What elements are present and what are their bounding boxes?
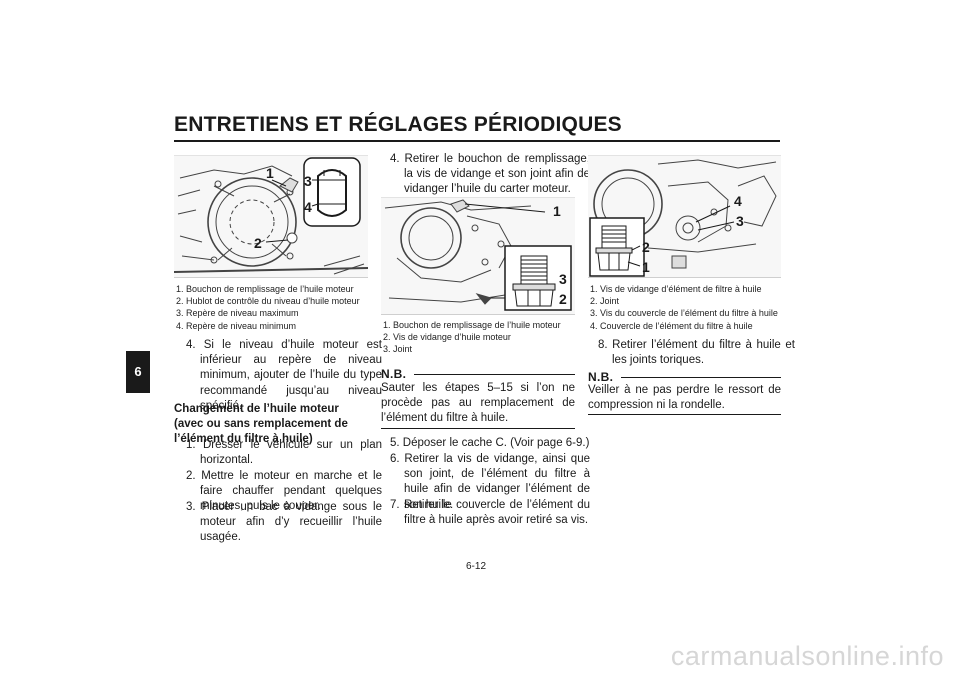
watermark: carmanualsonline.info — [670, 641, 944, 671]
fig3-callout-2: 2 — [642, 239, 650, 255]
fig2-callout-1: 1 — [553, 203, 561, 219]
nb-rule-bottom — [381, 428, 575, 429]
nb-rule-top — [414, 374, 575, 375]
title-rule — [174, 140, 780, 142]
step-1-level-vehicle: 1. Dresser le véhicule sur un plan horiz… — [186, 439, 382, 467]
caption-item: 2. Joint — [590, 296, 620, 307]
caption-item: 2. Hublot de contrôle du niveau d’huile … — [176, 296, 360, 307]
caption-item: 4. Repère de niveau minimum — [176, 320, 297, 331]
caption-item: 3. Vis du couvercle de l’élément du filt… — [590, 308, 778, 319]
engine-illustration-1: 1 3 4 2 — [174, 156, 368, 277]
fig2-callout-2: 2 — [559, 291, 567, 307]
caption-item: 3. Repère de niveau maximum — [176, 308, 299, 319]
caption-list-fig1: 1. Bouchon de remplissage de l’huile mot… — [176, 283, 360, 332]
caption-item: 1. Bouchon de remplissage de l’huile mot… — [176, 284, 354, 294]
page-number: 6-12 — [466, 561, 487, 572]
nb-heading-skip-steps: N.B. — [381, 367, 407, 381]
caption-item: 1. Bouchon de remplissage de l’huile mot… — [383, 320, 561, 330]
chapter-tab: 6 — [126, 351, 150, 393]
fig1-callout-2: 2 — [254, 235, 262, 251]
step-4-add-oil: 4. Si le niveau d’huile moteur est infér… — [186, 339, 382, 412]
engine-illustration-3: 4 3 2 1 — [588, 156, 781, 277]
nb-text-skip-steps: Sauter les étapes 5–15 si l’on ne procèd… — [381, 382, 575, 425]
fig2-callout-3: 3 — [559, 271, 567, 287]
caption-list-fig2: 1. Bouchon de remplissage de l’huile mot… — [383, 319, 561, 356]
caption-item: 4. Couvercle de l’élément du filtre à hu… — [590, 320, 753, 331]
nb-rule-top — [621, 377, 781, 378]
step-4-remove-filler-cap: 4. Retirer le bouchon de remplissage, la… — [390, 153, 590, 196]
nb-rule-bottom — [588, 414, 781, 415]
step-6-drain-filter: 6. Retirer la vis de vidange, ainsi que … — [390, 453, 590, 511]
fig1-callout-3: 3 — [304, 173, 312, 189]
caption-item: 1. Vis de vidange d’élément de filtre à … — [590, 284, 762, 294]
page-title: ENTRETIENS ET RÉGLAGES PÉRIODIQUES — [174, 113, 622, 136]
section-heading-oil-change: Changement de l’huile moteur (avec ou sa… — [174, 403, 348, 446]
fig3-callout-3: 3 — [736, 213, 744, 229]
step-7-remove-filter-cover: 7. Retirer le couvercle de l’élément du … — [390, 499, 590, 527]
nb-heading-spring: N.B. — [588, 370, 614, 384]
caption-list-fig3: 1. Vis de vidange d’élément de filtre à … — [590, 283, 778, 332]
engine-illustration-2: 1 3 2 — [381, 198, 575, 314]
figure-oil-level-window: 1 3 4 2 — [174, 155, 368, 278]
caption-item: 2. Vis de vidange d’huile moteur — [383, 332, 511, 343]
fig3-callout-4: 4 — [734, 193, 742, 209]
step-2-warm-engine: 2. Mettre le moteur en marche et le fair… — [186, 470, 382, 513]
figure-oil-filter: 4 3 2 1 — [588, 155, 781, 278]
step-5-remove-cover: 5. Déposer le cache C. (Voir page 6-9.) — [390, 437, 590, 449]
caption-item: 3. Joint — [383, 344, 413, 355]
step-8-remove-filter-element: 8. Retirer l’élément du filtre à huile e… — [598, 339, 795, 367]
step-3-drain-pan: 3. Placer un bac à vidange sous le moteu… — [186, 501, 382, 544]
nb-text-spring: Veiller à ne pas perdre le ressort de co… — [588, 384, 781, 412]
fig1-callout-1: 1 — [266, 165, 274, 181]
fig1-callout-4: 4 — [304, 199, 312, 215]
figure-oil-drain: 1 3 2 — [381, 197, 575, 315]
fig3-callout-1: 1 — [642, 259, 650, 275]
